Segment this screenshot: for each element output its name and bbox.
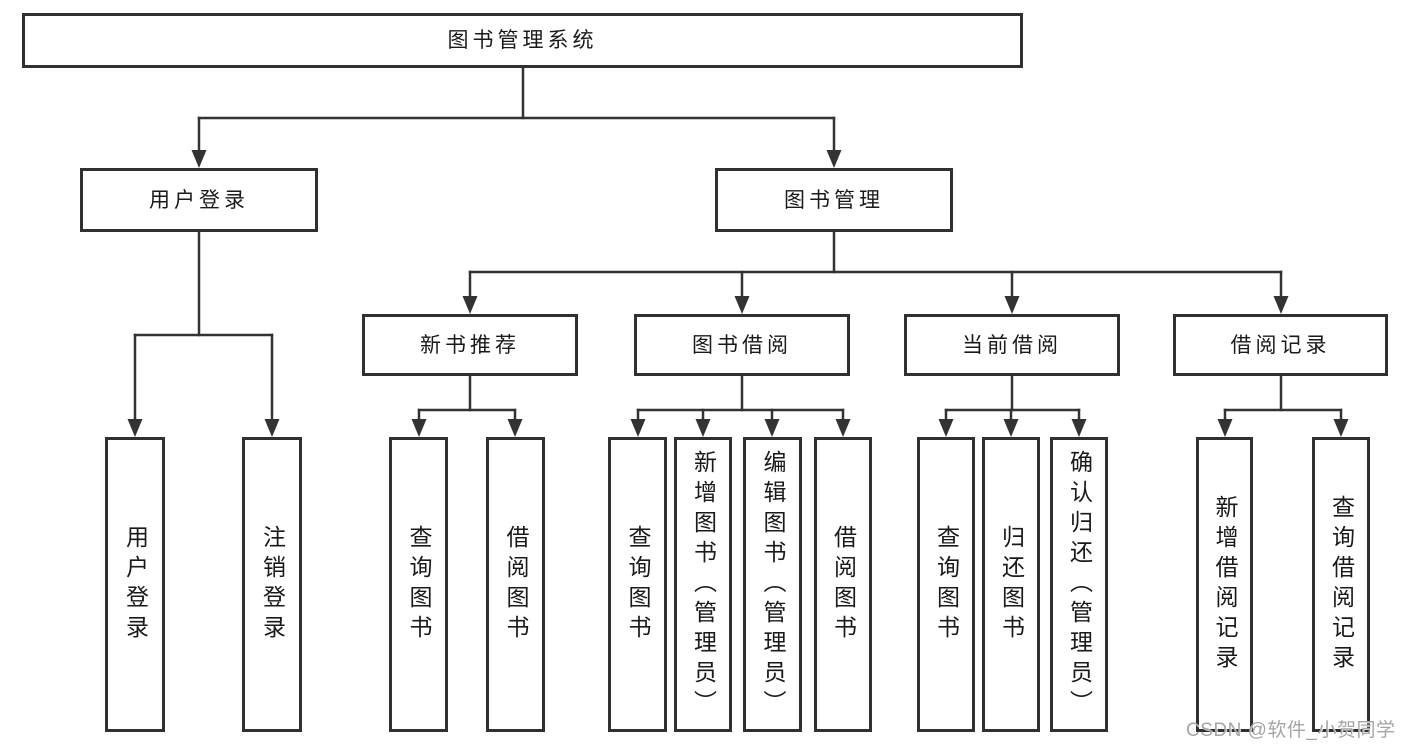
- node-edit-book-admin: 编辑图书（管理员）: [743, 437, 802, 732]
- node-borrow-records-label: 借阅记录: [1230, 333, 1331, 357]
- node-book-management-label: 图书管理: [784, 188, 884, 212]
- node-current-borrow-label: 当前借阅: [962, 333, 1062, 357]
- node-borrow-records: 借阅记录: [1173, 314, 1388, 376]
- node-root-label: 图书管理系统: [447, 29, 598, 52]
- node-query-books-1: 查询图书: [389, 437, 448, 732]
- node-edit-book-admin-label: 编辑图书（管理员）: [760, 449, 786, 720]
- node-user-login: 用户登录: [80, 168, 318, 232]
- node-new-book-recommend: 新书推荐: [362, 314, 578, 376]
- node-confirm-return-admin-label: 确认归还（管理员）: [1066, 449, 1093, 720]
- node-query-borrow-record: 查询借阅记录: [1312, 437, 1370, 732]
- node-new-book-recommend-label: 新书推荐: [420, 333, 520, 357]
- node-query-books-2: 查询图书: [608, 437, 667, 732]
- node-borrow-books-1: 借阅图书: [486, 437, 545, 732]
- node-query-borrow-record-label: 查询借阅记录: [1328, 494, 1355, 675]
- node-book-management: 图书管理: [715, 168, 953, 232]
- node-borrow-books-2-label: 借阅图书: [830, 524, 857, 645]
- node-return-book-label: 归还图书: [998, 524, 1025, 645]
- node-logout: 注销登录: [242, 437, 302, 732]
- node-add-book-admin-label: 新增图书（管理员）: [690, 449, 717, 720]
- node-query-books-2-label: 查询图书: [625, 524, 651, 645]
- node-borrow-books-2: 借阅图书: [814, 437, 872, 732]
- node-root: 图书管理系统: [22, 13, 1023, 68]
- node-login-label: 用户登录: [122, 524, 149, 645]
- node-book-borrow: 图书借阅: [634, 314, 850, 376]
- node-book-borrow-label: 图书借阅: [692, 333, 792, 357]
- node-add-borrow-record-label: 新增借阅记录: [1212, 494, 1238, 675]
- watermark: CSDN @软件_小贺同学: [1186, 720, 1396, 741]
- node-add-borrow-record: 新增借阅记录: [1196, 437, 1253, 732]
- node-query-books-3: 查询图书: [917, 437, 975, 732]
- node-user-login-label: 用户登录: [149, 188, 249, 212]
- node-login: 用户登录: [105, 437, 165, 732]
- node-query-books-1-label: 查询图书: [406, 524, 432, 645]
- node-logout-label: 注销登录: [259, 524, 286, 645]
- node-query-books-3-label: 查询图书: [933, 524, 960, 645]
- node-current-borrow: 当前借阅: [904, 314, 1120, 376]
- node-confirm-return-admin: 确认归还（管理员）: [1050, 437, 1108, 732]
- node-return-book: 归还图书: [982, 437, 1040, 732]
- node-borrow-books-1-label: 借阅图书: [503, 524, 529, 645]
- node-add-book-admin: 新增图书（管理员）: [674, 437, 732, 732]
